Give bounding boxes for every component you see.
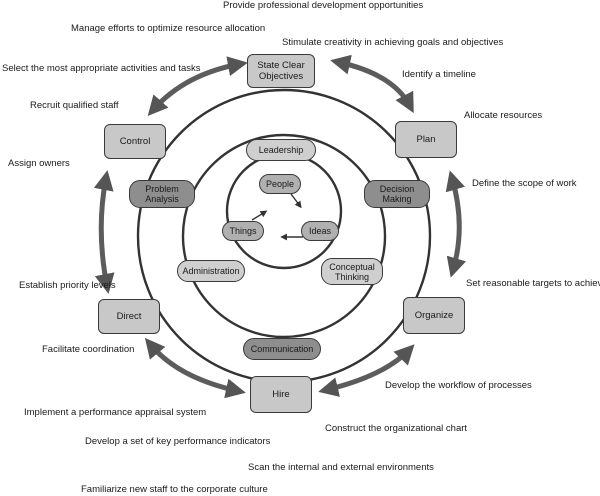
hire-box: Hire — [250, 376, 312, 413]
things-pill: Things — [222, 221, 264, 241]
note-facilitate-coordination: Facilitate coordination — [42, 344, 135, 355]
plan-box: Plan — [395, 121, 457, 158]
note-set-targets: Set reasonable targets to achieve — [466, 278, 600, 289]
note-define-scope: Define the scope of work — [472, 178, 577, 189]
note-recruit-staff: Recruit qualified staff — [30, 100, 119, 111]
people-pill: People — [259, 174, 301, 194]
note-performance-appraisal: Implement a performance appraisal system — [24, 407, 207, 418]
inner-ring — [225, 152, 343, 270]
note-stimulate-creativity: Stimulate creativity in achieving goals … — [282, 37, 504, 48]
arrow-control-objectives — [147, 56, 248, 116]
arrow-objectives-plan — [330, 54, 414, 114]
note-allocate-resources: Allocate resources — [464, 110, 543, 121]
note-organizational-chart: Construct the organizational chart — [325, 423, 468, 434]
note-assign-owners: Assign owners — [8, 158, 70, 169]
note-develop-workflow: Develop the workflow of processes — [385, 380, 532, 391]
note-manage-resource-allocation: Manage efforts to optimize resource allo… — [71, 23, 266, 34]
state-objectives-box: State Clear Objectives — [247, 54, 315, 88]
leadership-pill: Leadership — [246, 139, 316, 161]
communication-pill: Communication — [243, 338, 321, 360]
arrow-plan-organize — [445, 170, 466, 278]
note-select-activities: Select the most appropriate activities a… — [2, 63, 201, 74]
arrow-organize-hire — [318, 344, 415, 397]
note-identify-timeline: Identify a timeline — [402, 69, 476, 80]
note-establish-priority: Establish priority levels — [19, 280, 116, 291]
arrow-people-ideas — [290, 193, 302, 209]
note-provide-professional-development: Provide professional development opportu… — [223, 0, 424, 11]
problem-analysis-pill: Problem Analysis — [129, 180, 195, 208]
direct-box: Direct — [98, 299, 160, 334]
decision-making-pill: Decision Making — [364, 180, 430, 208]
administration-pill: Administration — [177, 260, 245, 282]
note-familiarize-new-staff: Familiarize new staff to the corporate c… — [81, 484, 268, 495]
note-key-performance-indicators: Develop a set of key performance indicat… — [85, 436, 271, 447]
arrow-hire-direct — [144, 337, 246, 399]
conceptual-thinking-pill: Conceptual Thinking — [321, 258, 383, 285]
arrow-direct-control — [93, 170, 115, 294]
middle-ring — [181, 133, 387, 339]
note-scan-environments: Scan the internal and external environme… — [248, 462, 434, 473]
arrow-things-people — [251, 210, 268, 221]
organize-box: Organize — [403, 297, 465, 334]
ideas-pill: Ideas — [301, 221, 339, 241]
control-box: Control — [104, 124, 166, 159]
